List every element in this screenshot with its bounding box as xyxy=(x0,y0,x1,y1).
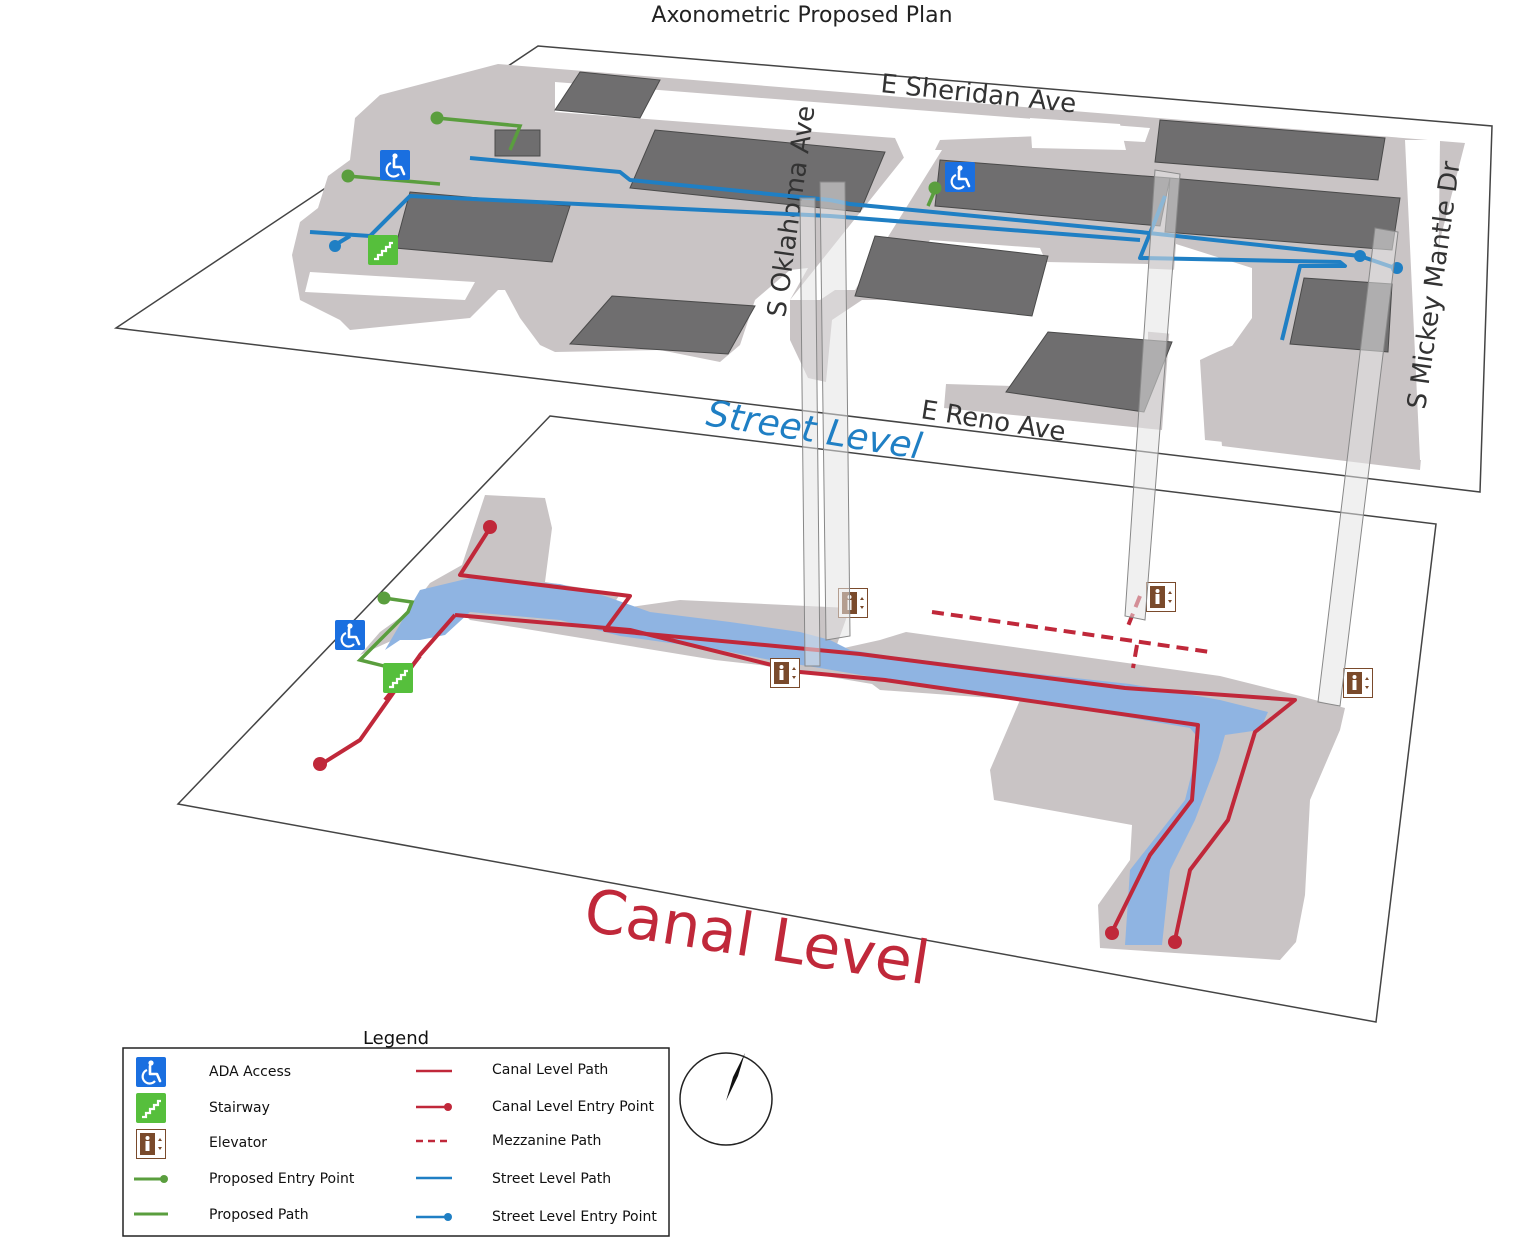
street-road-mantle xyxy=(1405,140,1440,460)
legend-label: Elevator xyxy=(209,1135,267,1151)
mezzanine-path xyxy=(1131,644,1139,669)
street-lot-left xyxy=(305,272,475,300)
legend-label: Canal Level Entry Point xyxy=(492,1099,655,1115)
map-title: Axonometric Proposed Plan xyxy=(651,3,952,28)
elevator-icon xyxy=(136,1129,166,1159)
elevator-shaft xyxy=(819,181,851,641)
canal-entry-points xyxy=(313,520,1182,949)
canal-entry-point-icon xyxy=(416,1103,452,1111)
proposed-path xyxy=(436,116,523,151)
canal-entry-point xyxy=(483,520,497,534)
elevator-icon xyxy=(770,658,800,688)
building xyxy=(1154,119,1386,181)
legend-label: Canal Level Path xyxy=(492,1062,608,1078)
building xyxy=(568,295,756,355)
proposed-entry-point xyxy=(377,591,391,605)
street-path xyxy=(309,194,1141,242)
street-lot-right xyxy=(1040,265,1225,338)
street-park xyxy=(1200,330,1305,450)
street-path xyxy=(1138,195,1347,341)
north-arrow-icon xyxy=(679,1052,773,1146)
stair-icon xyxy=(383,663,413,693)
stair-icon xyxy=(368,235,398,265)
stair-icon xyxy=(136,1093,166,1123)
canal-path xyxy=(454,613,1200,933)
street-entry-point xyxy=(1354,250,1366,262)
legend-box xyxy=(122,1047,670,1237)
canal-entry-point xyxy=(1105,926,1119,940)
proposed-paths-canal xyxy=(356,596,415,670)
canal-path xyxy=(318,613,457,767)
street-entry-point-icon xyxy=(416,1213,452,1221)
building xyxy=(554,71,661,119)
legend-label: Proposed Entry Point xyxy=(209,1171,355,1187)
proposed-entry-point xyxy=(430,111,444,125)
canal-entry-point xyxy=(1168,935,1182,949)
street-entry-point xyxy=(329,240,341,252)
elevator-shaft xyxy=(1317,227,1399,707)
ada-icon xyxy=(335,620,365,650)
street-plaza-oval xyxy=(1030,118,1126,150)
elevator-icon xyxy=(1343,668,1373,698)
proposed-entry-point xyxy=(341,169,355,183)
proposed-entry-point xyxy=(928,181,942,195)
ada-icon xyxy=(136,1057,166,1087)
proposed-path xyxy=(347,174,441,186)
elevator-icon xyxy=(1146,582,1176,612)
building xyxy=(854,235,1049,317)
elevator-shaft xyxy=(1124,169,1181,621)
legend-label: Street Level Entry Point xyxy=(492,1209,657,1225)
legend: Legend ADA Access Stairway Elevator Prop… xyxy=(122,1028,670,1237)
mezzanine-path xyxy=(931,610,1211,654)
proposed-entry-points-street xyxy=(341,111,942,195)
canal-entry-point xyxy=(313,757,327,771)
proposed-entry-point-icon xyxy=(134,1175,168,1183)
elevator-shaft xyxy=(799,197,821,667)
street-road-sheridan xyxy=(555,82,1150,160)
legend-label: Mezzanine Path xyxy=(492,1133,601,1149)
legend-label: ADA Access xyxy=(209,1064,291,1080)
legend-title: Legend xyxy=(363,1028,429,1049)
legend-label: Stairway xyxy=(209,1100,270,1116)
proposed-path xyxy=(356,596,415,670)
building xyxy=(494,129,541,157)
canal-path xyxy=(458,526,1297,941)
ada-icon xyxy=(945,162,975,192)
elevator-shafts xyxy=(799,169,1399,707)
ada-icon xyxy=(380,150,410,180)
legend-label: Street Level Path xyxy=(492,1171,611,1187)
legend-label: Proposed Path xyxy=(209,1207,309,1223)
